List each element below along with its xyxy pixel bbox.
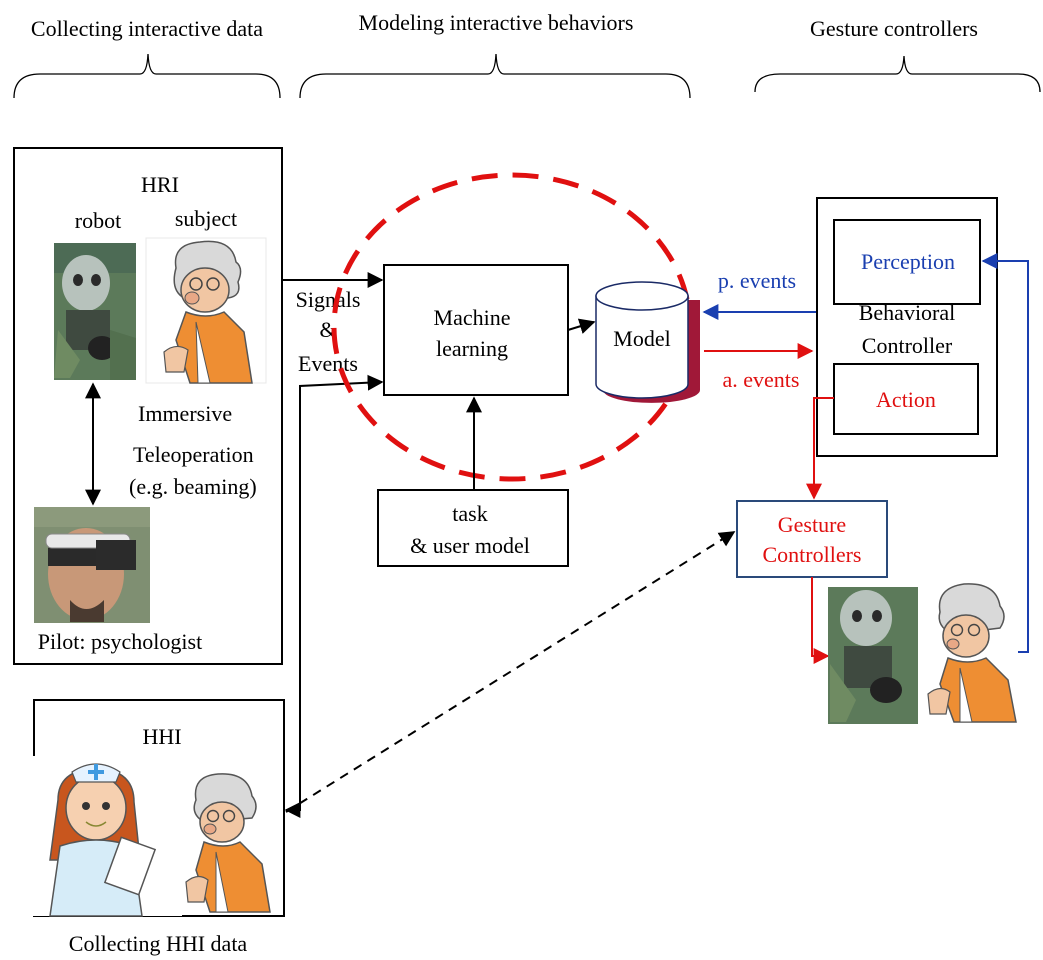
output-robot-image: [828, 587, 920, 724]
hhi-to-gesture-arrow: [285, 531, 736, 813]
action-to-gesture-arrow: [806, 397, 834, 500]
nurse-image: [22, 756, 182, 917]
perception-label: Perception: [861, 249, 955, 274]
action-label: Action: [876, 387, 936, 412]
behavioral-line2: Controller: [862, 333, 953, 358]
machine-learning-box: Machine learning: [383, 264, 569, 396]
model-label: Model: [613, 326, 670, 351]
behavioral-controller-box: Perception Behavioral Controller Action: [816, 197, 998, 457]
hhi-subject-image: [180, 772, 280, 913]
gesture-controllers-box: Gesture Controllers: [736, 500, 888, 578]
hhi-caption: Collecting HHI data: [69, 931, 248, 956]
pilot-image: [34, 507, 150, 623]
subject-label: subject: [175, 206, 237, 231]
teleop-line3: (e.g. beaming): [129, 474, 257, 499]
hri-title: HRI: [141, 172, 179, 197]
teleop-line2: Teleoperation: [133, 442, 254, 467]
brace-gesture: [754, 55, 1041, 93]
output-subject-image: [918, 580, 1020, 724]
model-cylinder: Model: [595, 281, 700, 403]
feedback-to-perception-arrow: [981, 253, 1029, 653]
robot-label: robot: [75, 208, 121, 233]
header-gesture: Gesture controllers: [810, 16, 978, 41]
task-line2: & user model: [410, 533, 530, 558]
teleop-line1: Immersive: [138, 401, 232, 426]
a-events-label: a. events: [723, 367, 800, 392]
gesture-line1: Gesture: [778, 512, 846, 537]
behavioral-line1: Behavioral: [859, 300, 956, 325]
signals-line1: Signals: [296, 287, 361, 312]
header-collecting: Collecting interactive data: [31, 16, 263, 41]
hhi-title: HHI: [142, 724, 181, 749]
ml-line2: learning: [436, 336, 508, 361]
hhi-panel: HHI: [22, 699, 285, 917]
subject-image: [145, 237, 267, 384]
brace-modeling: [299, 53, 691, 99]
task-line1: task: [452, 501, 487, 526]
p-events-label: p. events: [718, 268, 796, 293]
brace-collecting: [13, 53, 281, 99]
gesture-line2: Controllers: [763, 542, 862, 567]
pilot-label: Pilot: psychologist: [38, 629, 202, 654]
gesture-to-output-arrow: [811, 577, 830, 664]
header-modeling: Modeling interactive behaviors: [359, 10, 634, 35]
task-box: task & user model: [377, 489, 569, 567]
signals-line3: Events: [298, 351, 358, 376]
ml-line1: Machine: [434, 305, 511, 330]
robot-image: [54, 243, 136, 380]
hri-panel: HRI robot subject Immersive: [13, 147, 283, 665]
ml-to-model-arrow: [567, 318, 596, 334]
